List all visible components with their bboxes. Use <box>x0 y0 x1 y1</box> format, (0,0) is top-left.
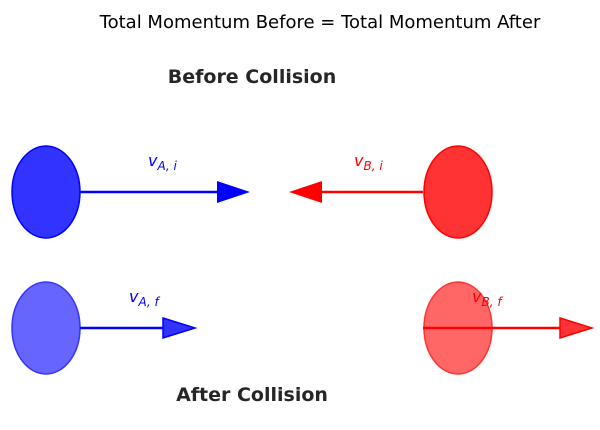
label-va-f: vA, f <box>129 287 161 309</box>
velocity-arrow-b-initial <box>289 181 423 203</box>
label-vb-i: vB, i <box>354 151 383 173</box>
velocity-arrow-a-final <box>80 316 198 340</box>
velocity-arrow-a-initial <box>80 181 250 203</box>
label-va-i: vA, i <box>148 151 178 173</box>
label-vb-f: vB, f <box>472 287 503 309</box>
diagram-title: Total Momentum Before = Total Momentum A… <box>99 12 541 33</box>
object-a-before <box>11 145 81 239</box>
after-heading: After Collision <box>176 384 328 406</box>
before-heading: Before Collision <box>168 66 337 88</box>
object-b-before <box>423 145 493 239</box>
object-a-after <box>11 281 81 375</box>
velocity-arrow-b-final <box>423 316 595 340</box>
